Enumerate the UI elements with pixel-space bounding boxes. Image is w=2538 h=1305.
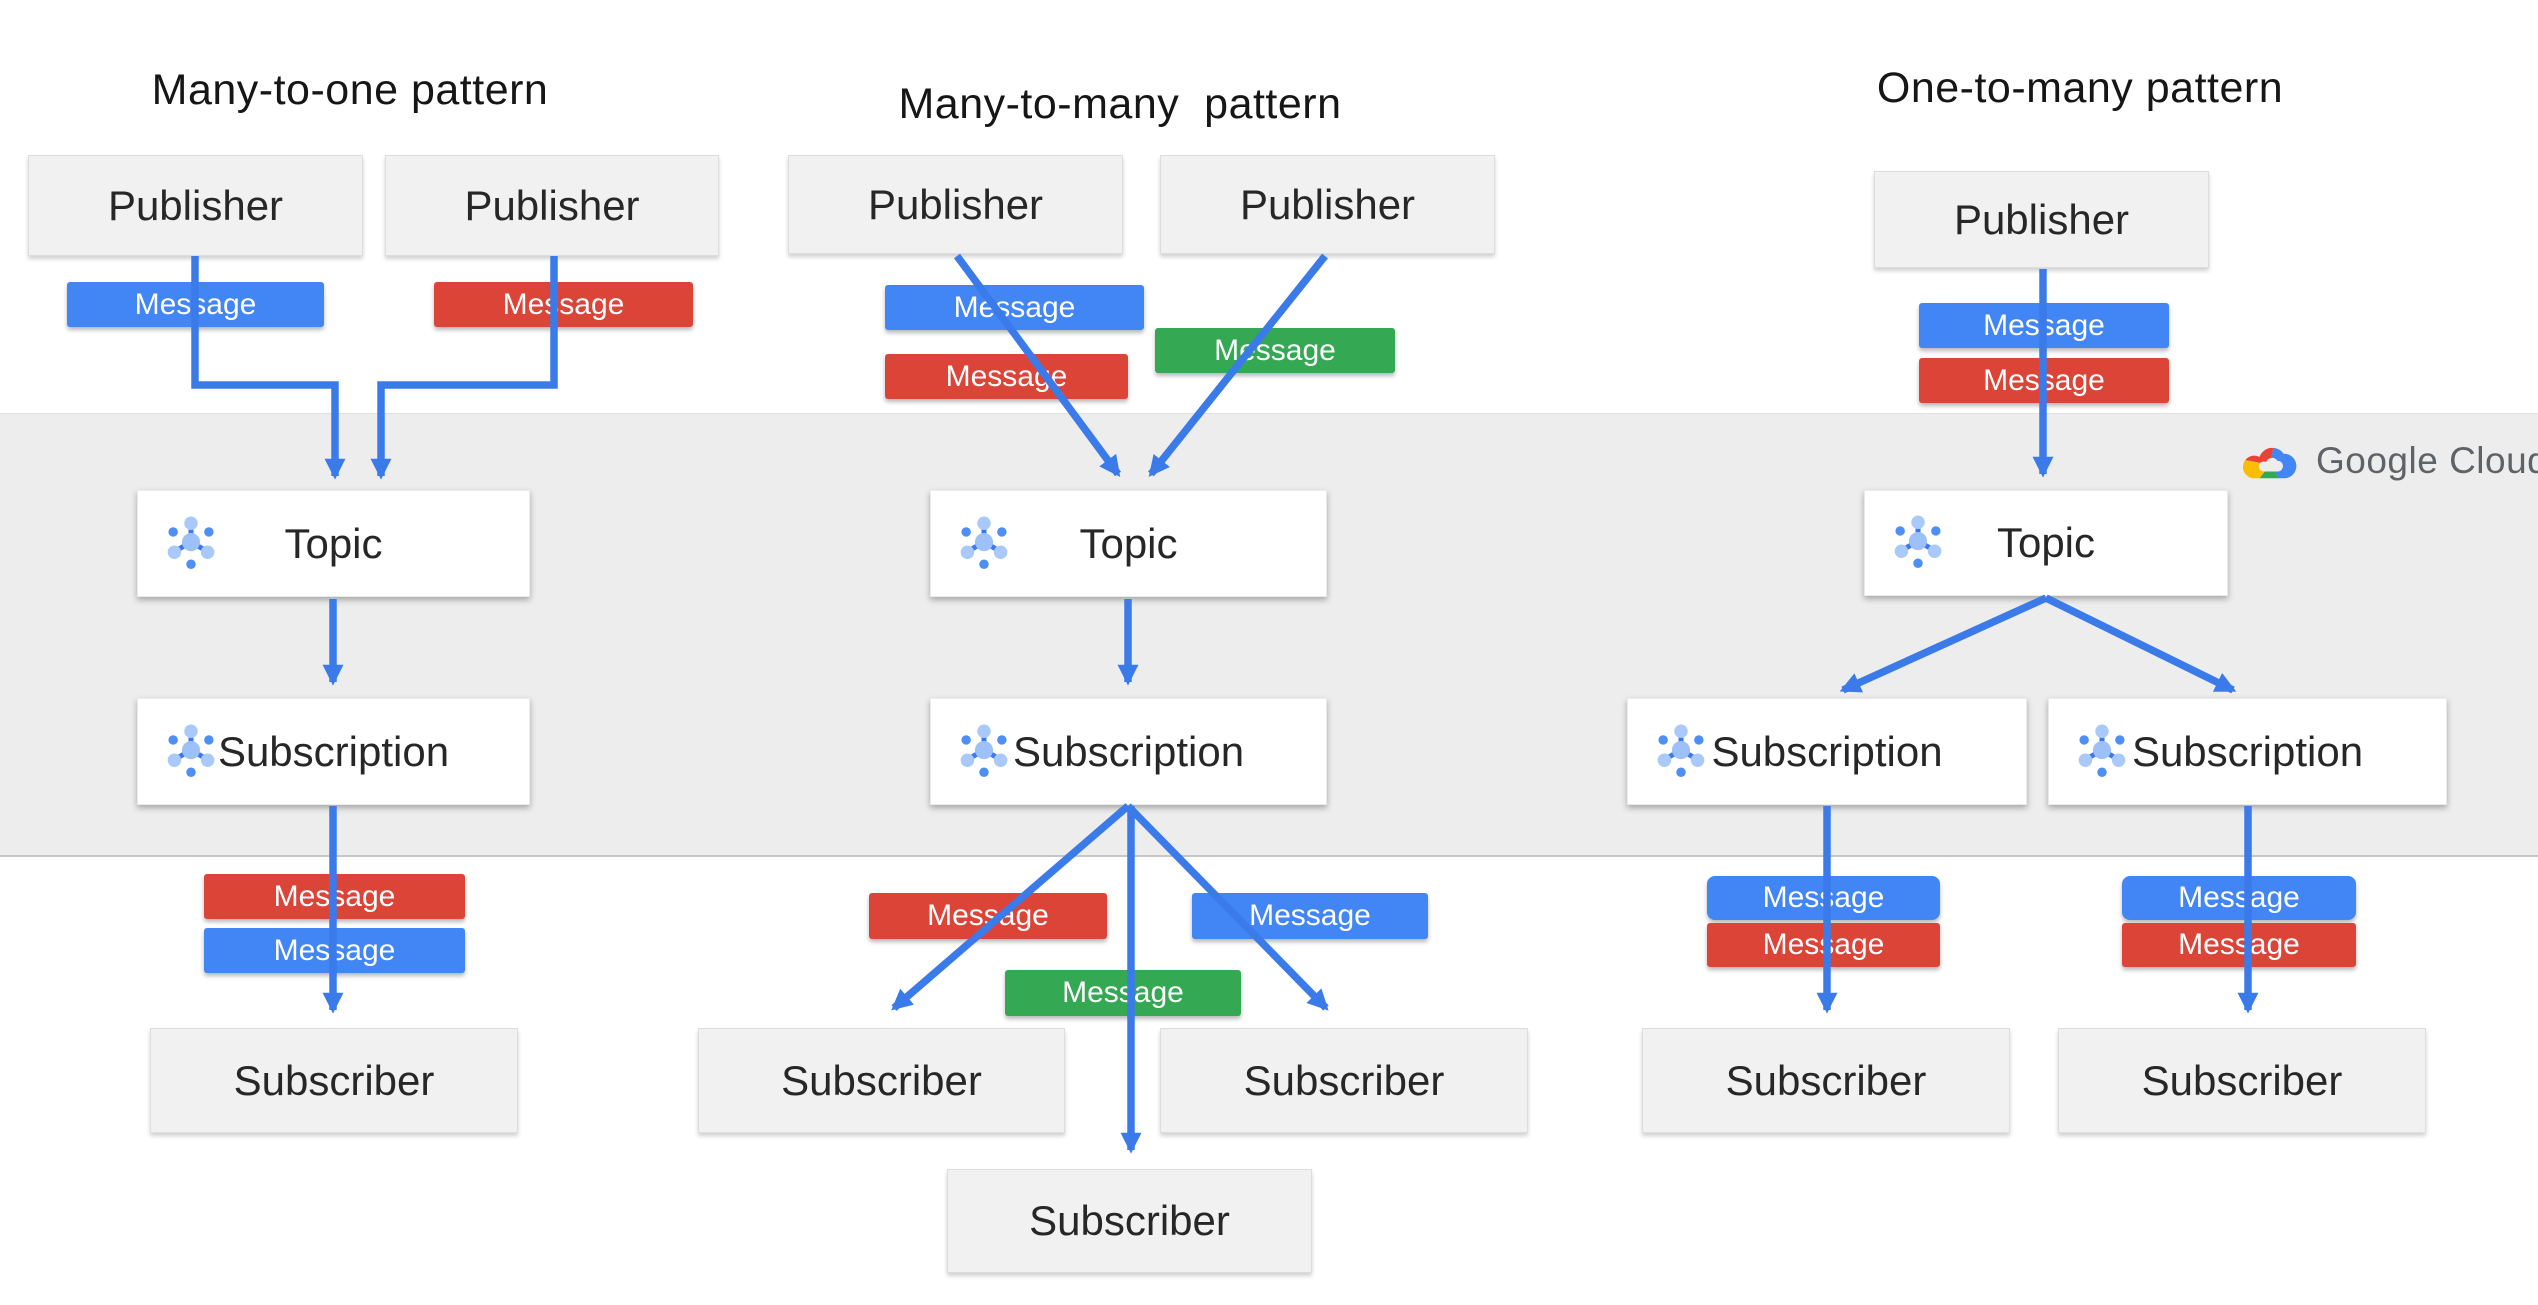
subscriber-box: Subscriber (1160, 1028, 1528, 1133)
subscription-label: Subscription (217, 727, 450, 775)
publisher-box: Publisher (385, 155, 719, 256)
message-badge: Message (869, 893, 1107, 939)
pattern-title-many-to-many: Many-to-many pattern (898, 80, 1342, 128)
publisher-label: Publisher (464, 181, 640, 229)
message-badge: Message (2122, 876, 2356, 920)
pubsub-subscription-icon (164, 723, 218, 781)
subscription-box: Subscription (930, 698, 1327, 805)
subscriber-box: Subscriber (150, 1028, 518, 1133)
topic-label: Topic (1996, 519, 2096, 566)
google-cloud-icon (2240, 438, 2300, 484)
publisher-box: Publisher (788, 155, 1123, 254)
publisher-box: Publisher (1160, 155, 1495, 254)
topic-box: Topic (930, 490, 1327, 597)
message-badge: Message (434, 282, 693, 327)
publisher-label: Publisher (107, 181, 284, 229)
publisher-label: Publisher (867, 180, 1044, 228)
subscriber-box: Subscriber (2058, 1028, 2426, 1133)
publisher-box: Publisher (1874, 171, 2209, 268)
message-badge: Message (1707, 876, 1940, 920)
publisher-label: Publisher (1953, 195, 2130, 243)
pattern-title-one-to-many: One-to-many pattern (1876, 64, 2284, 112)
subscription-label: Subscription (2131, 727, 2364, 775)
subscriber-label: Subscriber (1725, 1056, 1927, 1104)
google-cloud-logo: Google Cloud (2240, 438, 2538, 484)
pubsub-subscription-icon (957, 723, 1011, 781)
message-badge: Message (1707, 923, 1940, 967)
message-badge: Message (204, 928, 465, 973)
subscriber-box: Subscriber (1642, 1028, 2010, 1133)
pubsub-topic-icon (1891, 514, 1945, 572)
message-badge: Message (1155, 328, 1395, 373)
subscriber-label: Subscriber (233, 1056, 435, 1104)
pubsub-subscription-icon (2075, 723, 2129, 781)
subscription-label: Subscription (1012, 727, 1245, 775)
publisher-box: Publisher (28, 155, 363, 256)
pattern-title-many-to-one: Many-to-one pattern (151, 66, 549, 114)
subscription-box: Subscription (1627, 698, 2027, 805)
subscription-box: Subscription (137, 698, 530, 805)
pubsub-subscription-icon (1654, 723, 1708, 781)
topic-box: Topic (137, 490, 530, 597)
message-badge: Message (1919, 358, 2169, 403)
topic-label: Topic (284, 519, 383, 567)
pubsub-topic-icon (957, 515, 1011, 573)
subscriber-label: Subscriber (1029, 1197, 1230, 1244)
subscriber-box: Subscriber (947, 1169, 1312, 1273)
subscriber-label: Subscriber (781, 1056, 982, 1104)
topic-box: Topic (1864, 490, 2228, 596)
message-badge: Message (1192, 893, 1428, 939)
message-badge: Message (1919, 303, 2169, 348)
subscription-label: Subscription (1711, 727, 1943, 775)
subscriber-box: Subscriber (698, 1028, 1065, 1133)
message-badge: Message (1005, 970, 1241, 1016)
pubsub-topic-icon (164, 515, 218, 573)
subscriber-label: Subscriber (2141, 1056, 2343, 1104)
message-badge: Message (2122, 923, 2356, 967)
message-badge: Message (885, 354, 1128, 399)
message-badge: Message (204, 874, 465, 919)
publisher-label: Publisher (1239, 180, 1416, 228)
topic-label: Topic (1079, 519, 1178, 567)
subscription-box: Subscription (2048, 698, 2447, 805)
subscriber-label: Subscriber (1243, 1056, 1445, 1104)
google-cloud-wordmark: Google Cloud (2316, 440, 2538, 481)
message-badge: Message (67, 282, 324, 327)
message-badge: Message (885, 285, 1144, 330)
